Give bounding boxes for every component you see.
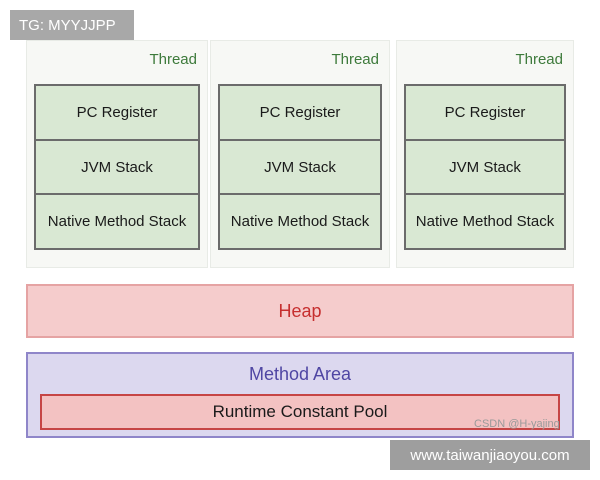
- watermark-bottom: www.taiwanjiaoyou.com: [390, 440, 590, 470]
- jvm-stack: JVM Stack: [406, 140, 564, 196]
- pc-register: PC Register: [220, 86, 380, 141]
- thread-box-2: Thread PC Register JVM Stack Native Meth…: [210, 40, 390, 268]
- pc-register: PC Register: [406, 86, 564, 141]
- method-area-label: Method Area: [248, 364, 352, 384]
- runtime-constant-pool: Runtime Constant Pool: [40, 394, 560, 430]
- native-method-stack: Native Method Stack: [220, 195, 380, 249]
- native-method-stack: Native Method Stack: [406, 195, 564, 249]
- pc-register: PC Register: [36, 86, 198, 141]
- method-area: Method Area Runtime Constant Pool: [26, 352, 574, 438]
- thread-stack: PC Register JVM Stack Native Method Stac…: [404, 84, 566, 250]
- thread-label: Thread: [149, 51, 197, 68]
- thread-box-3: Thread PC Register JVM Stack Native Meth…: [396, 40, 574, 268]
- thread-label: Thread: [515, 51, 563, 68]
- csdn-credit: CSDN @H-yajing: [474, 418, 560, 430]
- native-method-stack: Native Method Stack: [36, 195, 198, 249]
- watermark-top: TG: MYYJJPP: [10, 10, 134, 40]
- heap: Heap: [26, 284, 574, 338]
- thread-stack: PC Register JVM Stack Native Method Stac…: [34, 84, 200, 250]
- jvm-stack: JVM Stack: [36, 140, 198, 196]
- thread-stack: PC Register JVM Stack Native Method Stac…: [218, 84, 382, 250]
- jvm-stack: JVM Stack: [220, 140, 380, 196]
- thread-label: Thread: [331, 51, 379, 68]
- thread-box-1: Thread PC Register JVM Stack Native Meth…: [26, 40, 208, 268]
